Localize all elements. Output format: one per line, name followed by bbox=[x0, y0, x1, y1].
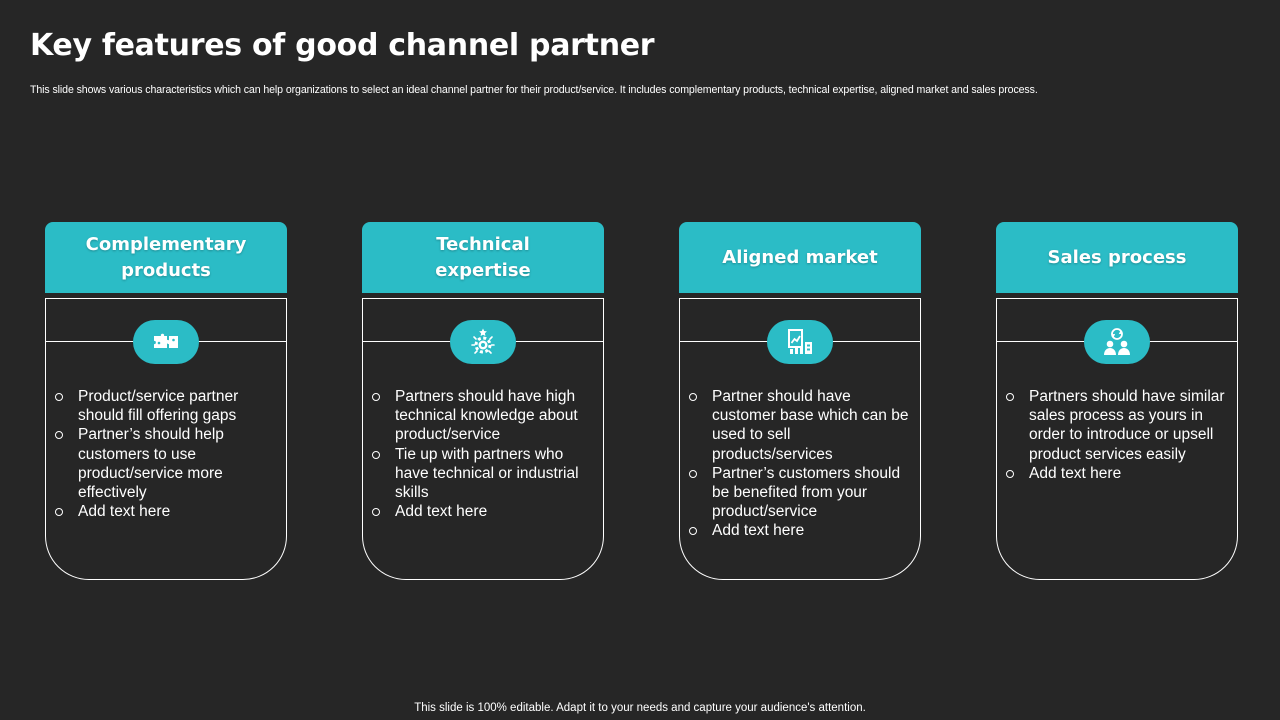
card-title: Technical expertise bbox=[435, 233, 531, 281]
icon-badge bbox=[767, 320, 833, 364]
slide-subtitle: This slide shows various characteristics… bbox=[30, 84, 1038, 96]
bullet-item: Add text here bbox=[1005, 464, 1231, 483]
card-title: Complementary products bbox=[85, 233, 247, 281]
footer-note: This slide is 100% editable. Adapt it to… bbox=[414, 702, 866, 714]
bullet-list: Product/service partner should fill offe… bbox=[54, 387, 280, 521]
bullet-item: Partners should have similar sales proce… bbox=[1005, 387, 1231, 464]
bullet-list: Partner should have customer base which … bbox=[688, 387, 914, 541]
gear-star-icon bbox=[471, 328, 495, 354]
bullet-item: Tie up with partners who have technical … bbox=[371, 445, 597, 503]
feature-card-technical-expertise: Technical expertise Partners should have… bbox=[362, 222, 606, 580]
card-header: Technical expertise bbox=[362, 222, 604, 293]
card-body: Partners should have similar sales proce… bbox=[996, 298, 1238, 580]
bullet-item: Partner’s should help customers to use p… bbox=[54, 425, 280, 502]
team-sync-icon bbox=[1104, 328, 1130, 355]
bullet-item: Partners should have high technical know… bbox=[371, 387, 597, 445]
card-body: Partners should have high technical know… bbox=[362, 298, 604, 580]
card-header: Complementary products bbox=[45, 222, 287, 293]
puzzle-icon bbox=[154, 333, 178, 348]
card-body: Partner should have customer base which … bbox=[679, 298, 921, 580]
feature-card-complementary-products: Complementary products Product/service p… bbox=[45, 222, 289, 580]
icon-badge bbox=[1084, 320, 1150, 364]
market-chart-icon bbox=[788, 329, 812, 354]
bullet-item: Add text here bbox=[371, 502, 597, 521]
icon-badge bbox=[450, 320, 516, 364]
feature-card-sales-process: Sales process Partners should have simil… bbox=[996, 222, 1240, 580]
bullet-list: Partners should have high technical know… bbox=[371, 387, 597, 521]
bullet-item: Add text here bbox=[54, 502, 280, 521]
card-header: Sales process bbox=[996, 222, 1238, 293]
bullet-item: Product/service partner should fill offe… bbox=[54, 387, 280, 425]
card-title: Aligned market bbox=[722, 246, 878, 268]
bullet-item: Partner should have customer base which … bbox=[688, 387, 914, 464]
card-header: Aligned market bbox=[679, 222, 921, 293]
card-title: Sales process bbox=[1047, 246, 1187, 268]
slide-title: Key features of good channel partner bbox=[30, 28, 655, 63]
card-body: Product/service partner should fill offe… bbox=[45, 298, 287, 580]
icon-badge bbox=[133, 320, 199, 364]
bullet-item: Add text here bbox=[688, 521, 914, 540]
bullet-item: Partner’s customers should be benefited … bbox=[688, 464, 914, 522]
bullet-list: Partners should have similar sales proce… bbox=[1005, 387, 1231, 483]
feature-card-aligned-market: Aligned market Partner should have custo… bbox=[679, 222, 923, 580]
